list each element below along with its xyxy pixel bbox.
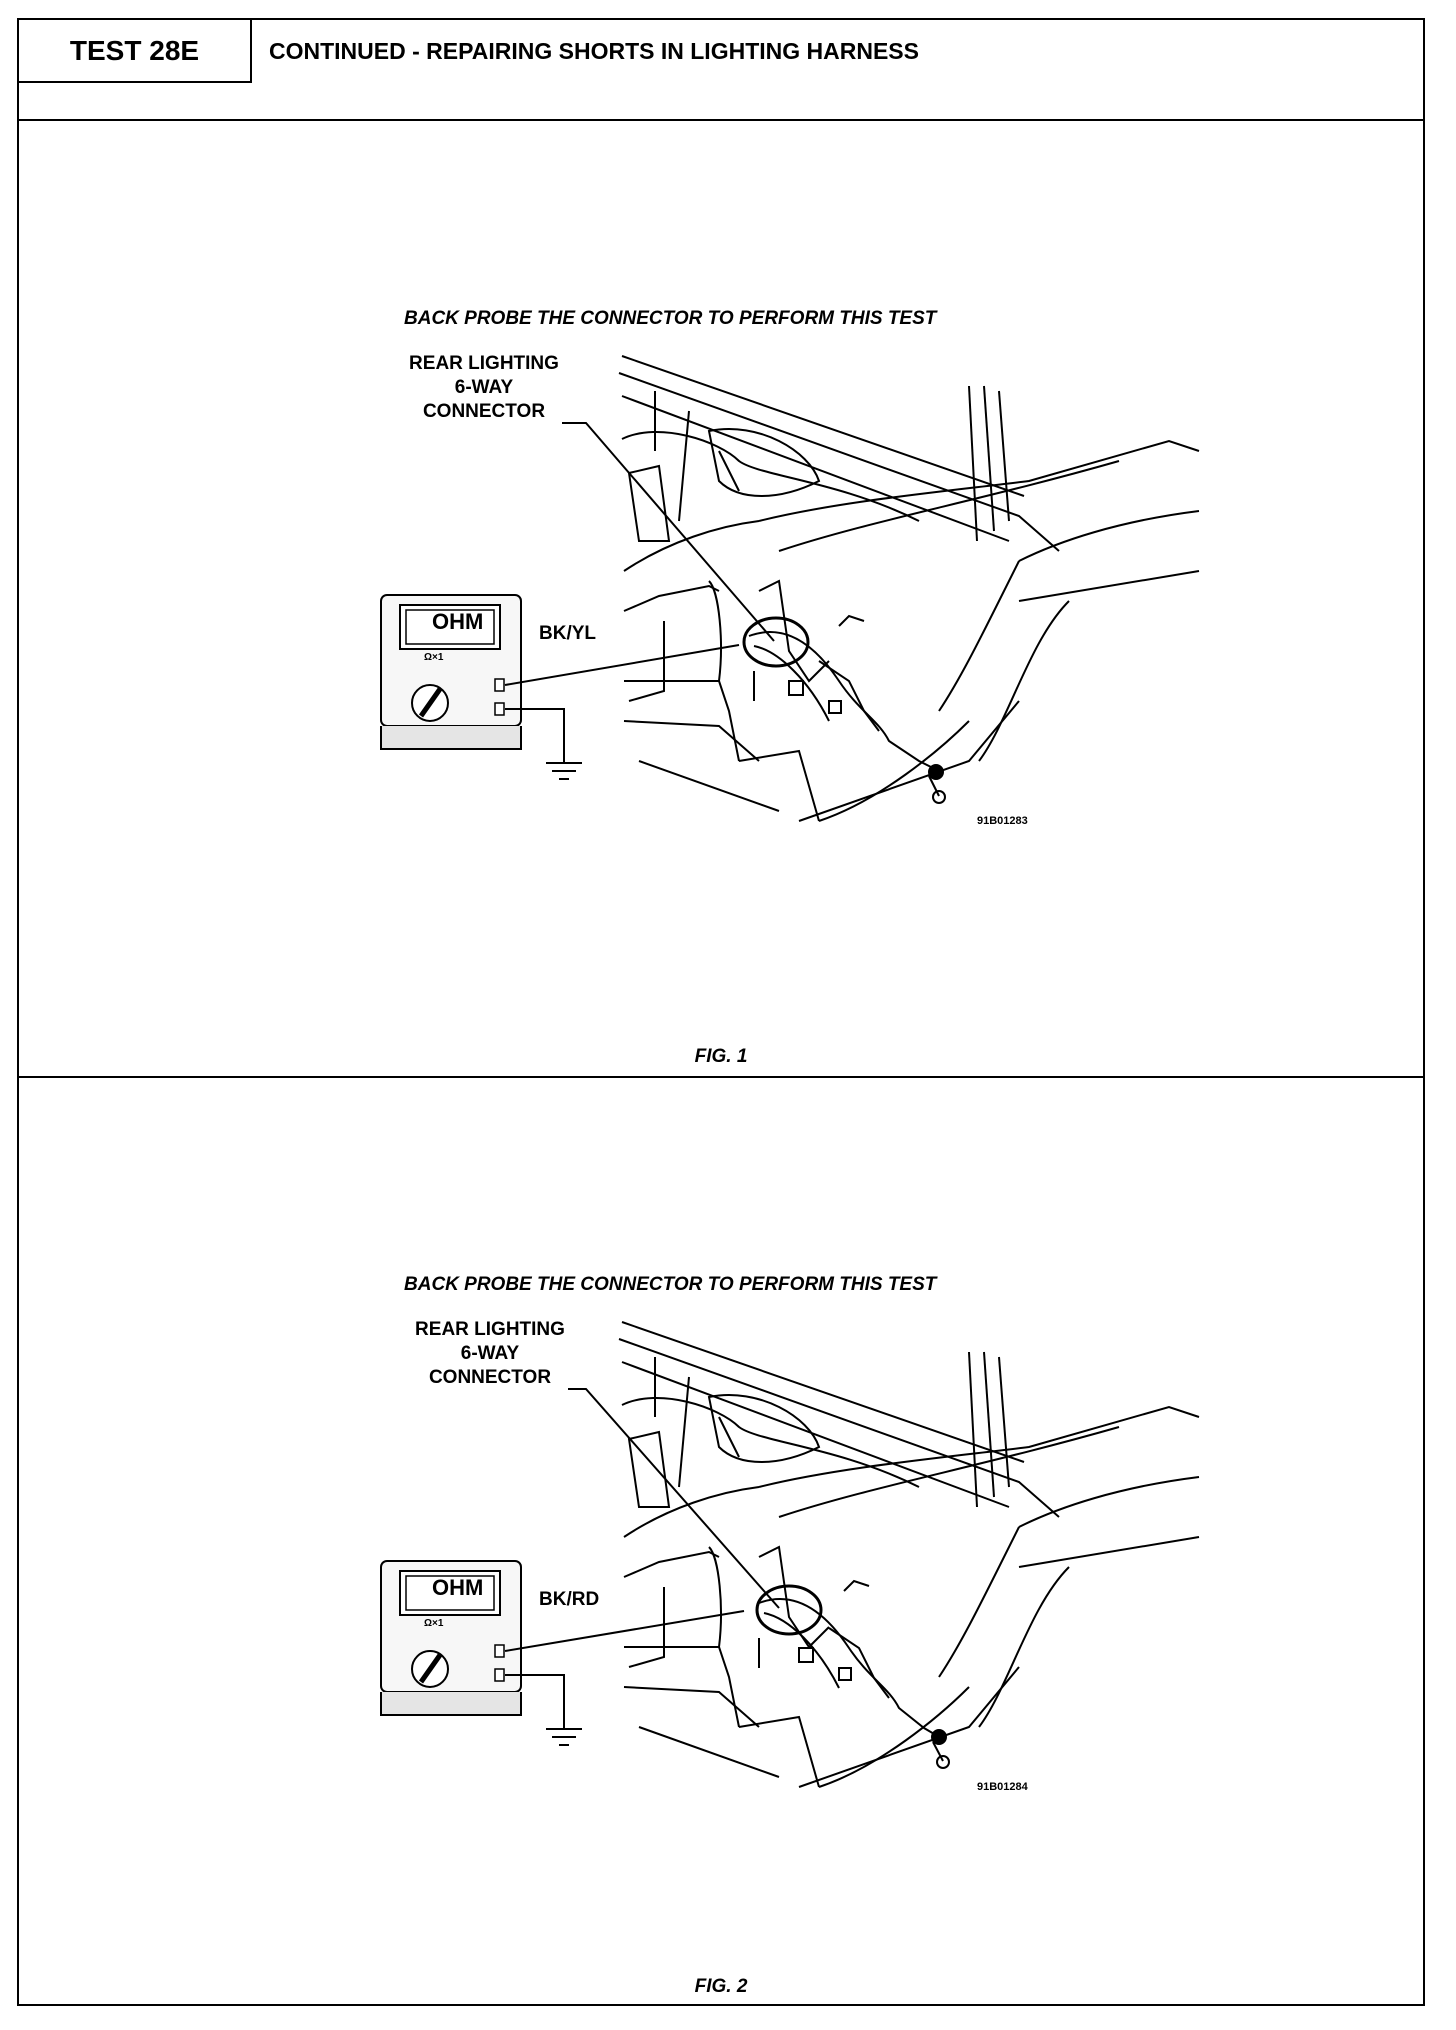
page-title: CONTINUED - REPAIRING SHORTS IN LIGHTING…: [269, 38, 919, 64]
figure-panel-2: BACK PROBE THE CONNECTOR TO PERFORM THIS…: [19, 1078, 1423, 2004]
test-id: TEST 28E: [19, 20, 252, 83]
ohmmeter-illustration: [380, 594, 522, 750]
ohmmeter-range: Ω×1: [424, 1618, 444, 1629]
vehicle-rear-illustration: [618, 1321, 1200, 1788]
connector-label-line-2: 6-WAY: [454, 377, 514, 398]
vehicle-rear-illustration: [618, 355, 1200, 822]
header: TEST 28E CONTINUED - REPAIRING SHORTS IN…: [19, 20, 1423, 121]
instruction-text: BACK PROBE THE CONNECTOR TO PERFORM THIS…: [404, 1274, 937, 1295]
connector-illustration: [742, 614, 946, 804]
instruction-text: BACK PROBE THE CONNECTOR TO PERFORM THIS…: [404, 308, 937, 329]
ground-wire: [505, 708, 565, 763]
figure-caption: FIG. 2: [694, 1976, 748, 1997]
connector-label-line-3: CONNECTOR: [428, 1367, 552, 1388]
ground-wire: [505, 1674, 565, 1729]
ohmmeter-display: OHM: [432, 609, 484, 634]
wire-label: BK/RD: [539, 1589, 600, 1610]
probe-wire: [504, 1610, 745, 1652]
connector-label-line-1: REAR LIGHTING: [409, 353, 559, 374]
page-frame: TEST 28E CONTINUED - REPAIRING SHORTS IN…: [17, 18, 1425, 2006]
connector-label: REAR LIGHTING 6-WAY CONNECTOR: [385, 1318, 595, 1390]
probe-wire: [504, 644, 740, 686]
ohmmeter-illustration: [380, 1560, 522, 1716]
ohmmeter-range: Ω×1: [424, 652, 444, 663]
connector-illustration: [755, 1579, 950, 1769]
fig1-illustration: [380, 355, 1200, 822]
fig2-illustration: [380, 1321, 1200, 1788]
figure-panel-1: BACK PROBE THE CONNECTOR TO PERFORM THIS…: [19, 121, 1423, 1078]
wire-label: BK/YL: [539, 623, 596, 644]
connector-label-line-2: 6-WAY: [460, 1343, 520, 1364]
ground-symbol-icon: [546, 762, 582, 780]
figure-number: 91B01283: [977, 815, 1028, 827]
ground-symbol-icon: [546, 1728, 582, 1746]
ohmmeter-display: OHM: [432, 1575, 484, 1600]
figure-caption: FIG. 1: [694, 1046, 748, 1067]
figure-number: 91B01284: [977, 1781, 1028, 1793]
connector-label-line-1: REAR LIGHTING: [415, 1319, 565, 1340]
connector-label-line-3: CONNECTOR: [422, 401, 546, 422]
connector-label: REAR LIGHTING 6-WAY CONNECTOR: [379, 352, 589, 424]
